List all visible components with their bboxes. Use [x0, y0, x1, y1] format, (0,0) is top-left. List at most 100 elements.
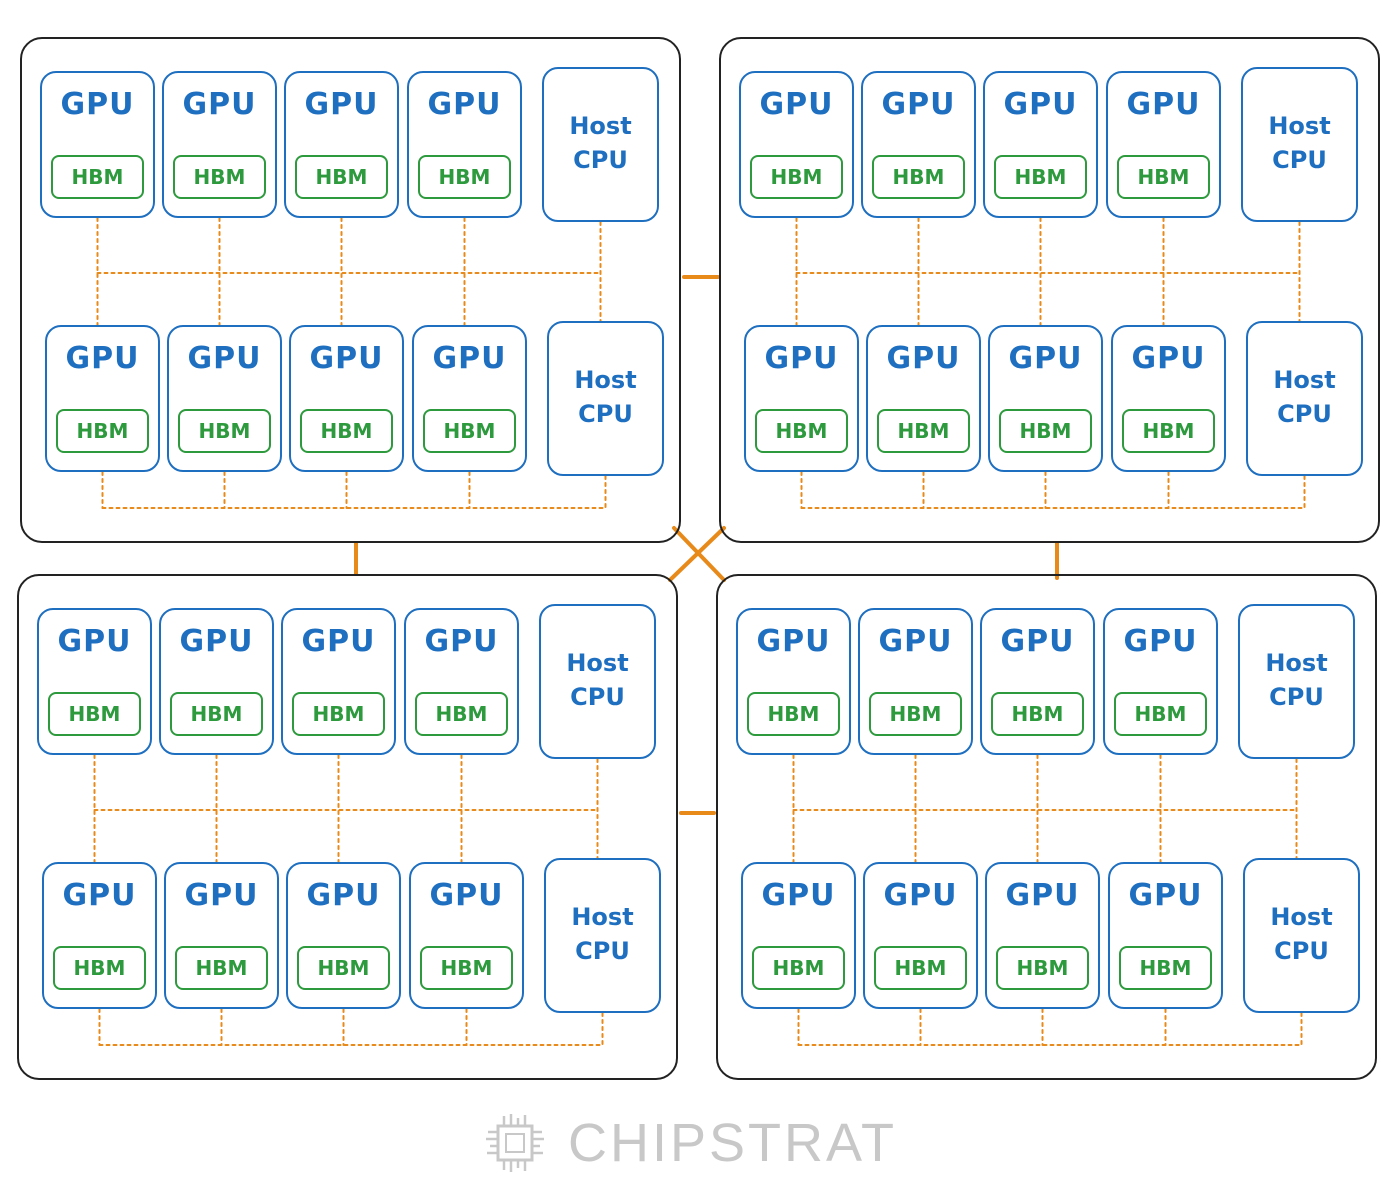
hbm-module: HBM	[53, 946, 146, 990]
gpu-label: GPU	[1008, 341, 1083, 376]
hbm-module: HBM	[877, 409, 970, 453]
hbm-module: HBM	[173, 155, 266, 199]
cpu-label: CPU	[1269, 683, 1324, 711]
server-top-right	[719, 37, 1380, 543]
hbm-module: HBM	[51, 155, 144, 199]
gpu-label: GPU	[57, 624, 132, 659]
hbm-module: HBM	[175, 946, 268, 990]
gpu-card: GPU HBM	[980, 608, 1095, 755]
gpu-label: GPU	[1005, 878, 1080, 913]
cpu-label: CPU	[575, 937, 630, 965]
gpu-card: GPU HBM	[40, 71, 155, 218]
gpu-label: GPU	[1126, 87, 1201, 122]
gpu-label: GPU	[184, 878, 259, 913]
host-label: Host	[1273, 366, 1336, 394]
server-link-cross-b	[668, 526, 726, 582]
gpu-label: GPU	[1003, 87, 1078, 122]
hbm-module: HBM	[297, 946, 390, 990]
hbm-module: HBM	[300, 409, 393, 453]
gpu-card: GPU HBM	[988, 325, 1103, 472]
gpu-label: GPU	[429, 878, 504, 913]
gpu-card: GPU HBM	[284, 71, 399, 218]
gpu-label: GPU	[60, 87, 135, 122]
server-link-cross-a	[672, 526, 726, 582]
gpu-label: GPU	[1131, 341, 1206, 376]
gpu-label: GPU	[1128, 878, 1203, 913]
gpu-label: GPU	[432, 341, 507, 376]
hbm-module: HBM	[872, 155, 965, 199]
gpu-label: GPU	[62, 878, 137, 913]
gpu-card: GPU HBM	[164, 862, 279, 1009]
gpu-label: GPU	[179, 624, 254, 659]
hbm-module: HBM	[295, 155, 388, 199]
hbm-module: HBM	[874, 946, 967, 990]
chip-icon	[486, 1114, 544, 1172]
gpu-label: GPU	[1000, 624, 1075, 659]
gpu-label: GPU	[878, 624, 953, 659]
brand-logo: CHIPSTRAT	[484, 1112, 897, 1174]
gpu-label: GPU	[1123, 624, 1198, 659]
gpu-label: GPU	[424, 624, 499, 659]
hbm-module: HBM	[292, 692, 385, 736]
host-label: Host	[571, 903, 634, 931]
cpu-label: CPU	[573, 146, 628, 174]
gpu-card: GPU HBM	[861, 71, 976, 218]
gpu-label: GPU	[759, 87, 834, 122]
host-label: Host	[566, 649, 629, 677]
hbm-module: HBM	[178, 409, 271, 453]
gpu-card: GPU HBM	[167, 325, 282, 472]
gpu-label: GPU	[761, 878, 836, 913]
gpu-card: GPU HBM	[42, 862, 157, 1009]
hbm-module: HBM	[1114, 692, 1207, 736]
gpu-label: GPU	[187, 341, 262, 376]
gpu-card: GPU HBM	[286, 862, 401, 1009]
gpu-label: GPU	[881, 87, 956, 122]
host-label: Host	[569, 112, 632, 140]
cpu-label: CPU	[1277, 400, 1332, 428]
gpu-label: GPU	[306, 878, 381, 913]
host-label: Host	[574, 366, 637, 394]
hbm-module: HBM	[755, 409, 848, 453]
host-label: Host	[1270, 903, 1333, 931]
gpu-card: GPU HBM	[1103, 608, 1218, 755]
hbm-module: HBM	[999, 409, 1092, 453]
gpu-label: GPU	[65, 341, 140, 376]
gpu-card: GPU HBM	[407, 71, 522, 218]
gpu-label: GPU	[756, 624, 831, 659]
cpu-label: CPU	[1274, 937, 1329, 965]
hbm-module: HBM	[418, 155, 511, 199]
gpu-label: GPU	[427, 87, 502, 122]
server-top-left	[20, 37, 681, 543]
hbm-module: HBM	[991, 692, 1084, 736]
gpu-label: GPU	[304, 87, 379, 122]
